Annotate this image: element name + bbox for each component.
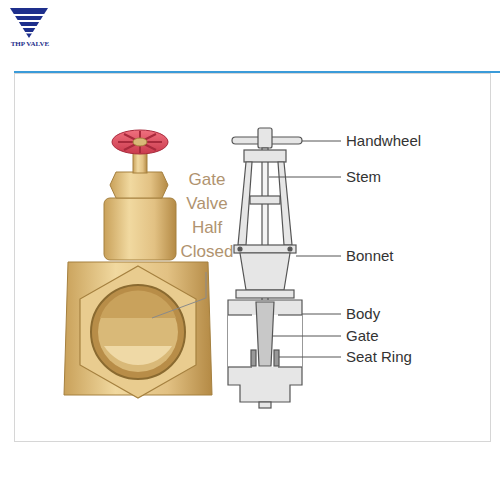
brand-name: THP VALVE (8, 40, 52, 49)
leader-lines (269, 141, 341, 357)
part-name: Body (346, 305, 380, 323)
part-name: Gate (346, 327, 379, 345)
part-name: Handwheel (346, 132, 421, 150)
header-rule (14, 71, 500, 73)
part-name: Seat Ring (346, 348, 412, 366)
logo-mark (10, 8, 48, 38)
part-name: Stem (346, 168, 381, 186)
gate-valve-section (228, 128, 302, 408)
photo-caption: Gate Valve Half Closed (170, 168, 244, 264)
part-name: Bonnet (346, 247, 394, 265)
leader-line (152, 272, 206, 318)
panel-frame (15, 74, 491, 442)
